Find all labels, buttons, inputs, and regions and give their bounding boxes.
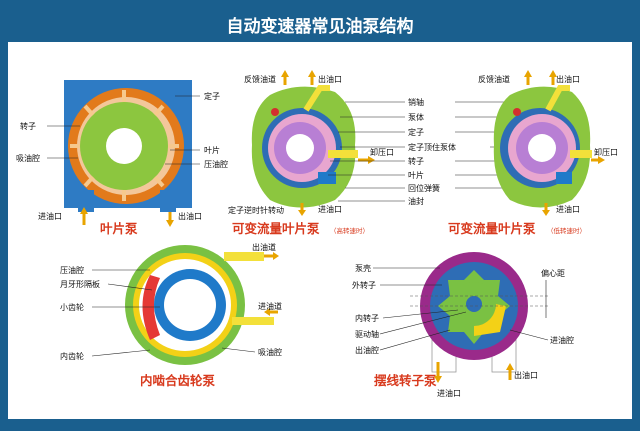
- vane-outlet-label: 出油口: [178, 211, 202, 221]
- gear-pump-figure: 压油腔 月牙形隔板 小齿轮 内齿轮 出油道 进油道 吸油腔 内啮合齿轮泵: [60, 242, 282, 388]
- stator-label: 定子: [408, 127, 424, 137]
- gerotor-inlet-chamber-label: 进油腔: [550, 335, 574, 345]
- vane-inlet-label: 进油口: [38, 211, 62, 221]
- var-low-outlet-label: 出油口: [556, 74, 580, 84]
- pin-label: 销轴: [408, 97, 424, 107]
- var-low-inlet-label: 进油口: [556, 204, 580, 214]
- gerotor-drive-shaft: [466, 296, 482, 312]
- vane-pump-shaft-bore: [106, 128, 142, 164]
- vane-pump-figure: 定子 转子 叶片 吸油腔 压油腔 进油口 出油口 叶片泵: [16, 80, 228, 236]
- watermark: 头条 @科技智能制造: [470, 400, 582, 415]
- var-high-caption: 可变流量叶片泵: [232, 221, 320, 236]
- page-title: 自动变速器常见油泵结构: [227, 16, 414, 37]
- vane-stator-label: 定子: [204, 91, 220, 101]
- var-high-outlet-label: 出油口: [318, 74, 342, 84]
- gear-inlet-label: 进油道: [258, 301, 282, 311]
- vane-vane-label: 叶片: [204, 145, 220, 155]
- vane-suction-label: 吸油腔: [16, 153, 40, 163]
- rotor-label: 转子: [408, 156, 424, 166]
- gerotor-outlet-chamber-label: 出油腔: [355, 345, 379, 355]
- vane-pump-caption: 叶片泵: [100, 221, 138, 236]
- var-low-feedback-label: 反馈油道: [478, 74, 510, 84]
- var-high-inlet-label: 进油口: [318, 204, 342, 214]
- return-spring-label: 回位弹簧: [408, 183, 440, 193]
- gear-internal-gear-label: 内齿轮: [60, 351, 84, 361]
- gerotor-inner-rotor-label: 内转子: [355, 313, 379, 323]
- gerotor-pump-caption: 摆线转子泵: [374, 373, 437, 388]
- gear-pump-outlet-channel: [224, 252, 264, 261]
- pump-body-label: 泵体: [408, 112, 424, 122]
- gear-suction-label: 吸油腔: [258, 347, 282, 357]
- var-high-ccw-label: 定子逆时针转动: [228, 205, 284, 215]
- var-low-sub: （低转速时）: [547, 226, 586, 235]
- vane-pressure-label: 压油腔: [204, 159, 228, 169]
- gear-pressure-label: 压油腔: [60, 265, 84, 275]
- gear-small-gear-label: 小齿轮: [60, 302, 84, 312]
- gerotor-shaft-label: 驱动轴: [355, 329, 379, 339]
- var-low-caption: 可变流量叶片泵: [448, 221, 536, 236]
- shared-labels: 销轴 泵体 定子 定子顶住泵体 转子 叶片 回位弹簧 油封: [328, 97, 532, 206]
- var-high-sub: （高转速时）: [330, 226, 369, 235]
- vane-rotor-label: 转子: [20, 121, 36, 131]
- seal-label: 油封: [408, 196, 424, 206]
- vane-label: 叶片: [408, 170, 424, 180]
- var-low-relief-label: 卸压口: [594, 147, 618, 157]
- gerotor-housing-label: 泵壳: [355, 263, 371, 273]
- gerotor-eccentric-label: 偏心距: [541, 268, 565, 278]
- gerotor-outlet-label: 出油口: [514, 370, 538, 380]
- variable-pump-high-figure: 反馈油道 出油口 卸压口 进油口 定子逆时针转动 可变流量叶片泵 （高转速时）: [228, 70, 394, 236]
- gear-crescent-label: 月牙形隔板: [60, 279, 100, 289]
- gerotor-outer-rotor-label: 外转子: [352, 280, 376, 290]
- var-high-relief-label: 卸压口: [370, 147, 394, 157]
- var-high-feedback-label: 反馈油道: [244, 74, 276, 84]
- var-high-spring: [328, 150, 358, 158]
- gear-pump-crescent: [142, 275, 160, 340]
- stator-spring-label: 定子顶住泵体: [408, 142, 456, 152]
- variable-pump-low-figure: 反馈油道 出油口 卸压口 进油口 可变流量叶片泵 （低转速时）: [448, 70, 618, 236]
- gear-pump-caption: 内啮合齿轮泵: [140, 373, 216, 388]
- gerotor-inlet-label: 进油口: [437, 388, 461, 398]
- gear-outlet-label: 出油道: [252, 242, 276, 252]
- gerotor-pump-figure: 泵壳 外转子 内转子 驱动轴 出油腔 偏心距 进油腔 进油口 出油口 摆线转子泵: [352, 252, 574, 398]
